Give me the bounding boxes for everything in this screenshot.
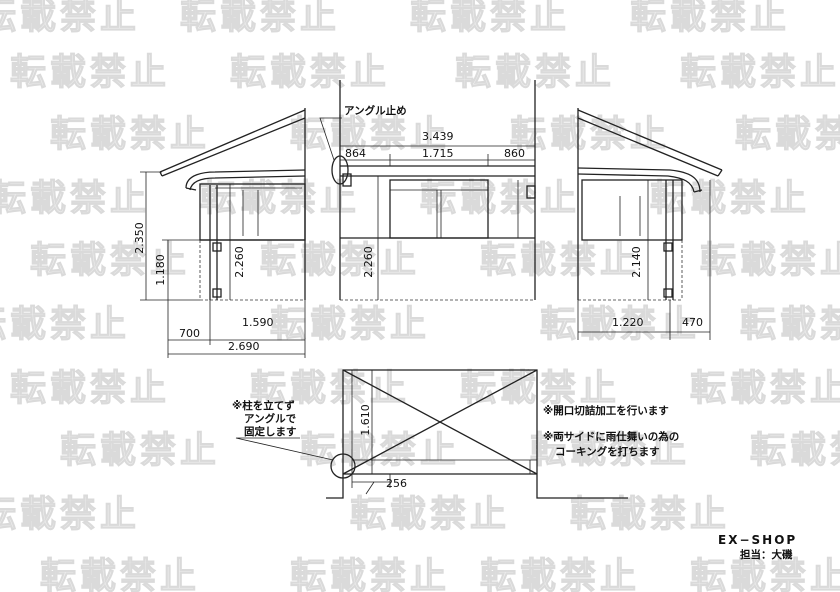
- fix-leader-line: [235, 437, 334, 461]
- watermark: 転載禁止: [570, 494, 730, 535]
- note-no-post-1: ※柱を立てず: [232, 399, 295, 412]
- fix-callout-circle: [330, 453, 356, 479]
- watermark: 転載禁止: [270, 304, 430, 345]
- watermark: 転載禁止: [250, 368, 410, 409]
- brand-name: EX−SHOP: [718, 533, 797, 547]
- angle-bracket: [526, 185, 536, 199]
- note-caulk-1: ※両サイドに雨仕舞いの為の: [543, 430, 679, 443]
- note-no-post-2: アングルで: [244, 412, 297, 425]
- note-caulk-2: コーキングを打ちます: [555, 445, 660, 458]
- dim-front-860: 860: [504, 147, 525, 160]
- watermark: 転載禁止: [480, 556, 640, 592]
- watermark: 転載禁止: [60, 430, 220, 471]
- house-roof-line: [159, 109, 306, 173]
- canopy-roof-inner: [577, 173, 695, 193]
- dim-plan-1610: 1.610: [359, 404, 372, 436]
- watermark: 転載禁止: [230, 52, 390, 93]
- watermark: 転載禁止: [690, 556, 840, 592]
- watermark: 転載禁止: [530, 430, 690, 471]
- sash-frame: [581, 179, 683, 241]
- watermark: 転載禁止: [180, 0, 340, 37]
- dim-front-height: 2.260: [362, 246, 375, 278]
- watermark: 転載禁止: [300, 430, 460, 471]
- canopy-roof-curve: [577, 167, 701, 193]
- dim-right-470: 470: [682, 316, 703, 329]
- angle-bracket: [342, 173, 352, 187]
- post-bracket: [212, 242, 222, 252]
- house-roof-underside: [577, 117, 719, 177]
- watermark: 転載禁止: [735, 114, 840, 155]
- canopy-gutter: [693, 189, 703, 193]
- canopy-roof-curve: [185, 169, 306, 189]
- watermark: 転載禁止: [510, 114, 670, 155]
- watermark: 転載禁止: [410, 0, 570, 37]
- dim-left-height-low: 1.180: [154, 254, 167, 286]
- watermark: 転載禁止: [290, 114, 450, 155]
- watermark: 転載禁止: [0, 178, 150, 219]
- house-roof-line: [577, 109, 723, 171]
- watermark: 転載禁止: [740, 304, 840, 345]
- watermark: 転載禁止: [630, 0, 790, 37]
- watermark: 転載禁止: [40, 556, 200, 592]
- post-bracket: [663, 288, 673, 298]
- dim-left-2690: 2.690: [228, 340, 260, 353]
- note-opening-cut: ※開口切詰加工を行います: [543, 404, 669, 417]
- canopy-gutter: [185, 187, 197, 191]
- dim-front-1715: 1.715: [422, 147, 454, 160]
- dim-left-height-total: 2.350: [133, 222, 146, 254]
- dim-left-700: 700: [179, 327, 200, 340]
- label-angle-stop: アングル止め: [344, 104, 407, 117]
- house-roof-eave: [717, 169, 723, 177]
- angle-callout-circle: [331, 155, 349, 185]
- watermark: 転載禁止: [10, 52, 170, 93]
- watermark: 転載禁止: [480, 240, 640, 281]
- post-bracket: [663, 242, 673, 252]
- house-roof-underside: [161, 117, 306, 177]
- watermark: 転載禁止: [420, 178, 580, 219]
- canopy-roof-inner: [189, 175, 306, 191]
- watermark: 転載禁止: [690, 368, 840, 409]
- right-side-elevation: 2.140 1.220 470: [577, 108, 723, 340]
- watermark: 転載禁止: [0, 304, 130, 345]
- watermark: 転載禁止: [10, 368, 170, 409]
- dimension-leader: [365, 481, 375, 495]
- dim-front-total: 3.439: [422, 130, 454, 143]
- staff-name: 担当：大磯: [740, 548, 793, 561]
- watermark: 転載禁止: [700, 240, 840, 281]
- watermark: 転載禁止: [260, 240, 420, 281]
- dim-left-height-inner: 2.260: [233, 246, 246, 278]
- note-no-post-3: 固定します: [244, 425, 297, 438]
- dim-left-1590: 1.590: [242, 316, 274, 329]
- dim-right-1220: 1.220: [612, 316, 644, 329]
- dim-right-height: 2.140: [630, 246, 643, 278]
- left-side-elevation: 2.350 1.180 2.260 700 1.590 2.690: [133, 108, 306, 358]
- watermark: 転載禁止: [290, 556, 450, 592]
- watermark: 転載禁止: [350, 494, 510, 535]
- dim-plan-256: 256: [386, 477, 407, 490]
- watermark: 転載禁止: [455, 52, 615, 93]
- watermark: 転載禁止: [0, 0, 140, 37]
- angle-leader-line: [319, 117, 342, 161]
- watermark: 転載禁止: [750, 430, 840, 471]
- watermark: 転載禁止: [0, 494, 140, 535]
- post-bracket: [212, 288, 222, 298]
- plan-diagonal: [342, 369, 538, 475]
- dim-front-864: 864: [345, 147, 366, 160]
- plan-view: 1.610 256 ※柱を立てず アングルで 固定します ※開口切詰加工を行いま…: [232, 369, 679, 499]
- watermark: 転載禁止: [30, 240, 190, 281]
- house-roof-eave: [159, 171, 163, 177]
- watermark: 転載禁止: [460, 368, 620, 409]
- watermark: 転載禁止: [680, 52, 840, 93]
- front-elevation: アングル止め 3.439 864 1.715 860 2.260: [319, 80, 536, 301]
- plan-wall-outline: [326, 369, 628, 499]
- watermark: 転載禁止: [50, 114, 210, 155]
- title-block: EX−SHOP 担当：大磯: [718, 533, 797, 561]
- watermark: 転載禁止: [650, 178, 810, 219]
